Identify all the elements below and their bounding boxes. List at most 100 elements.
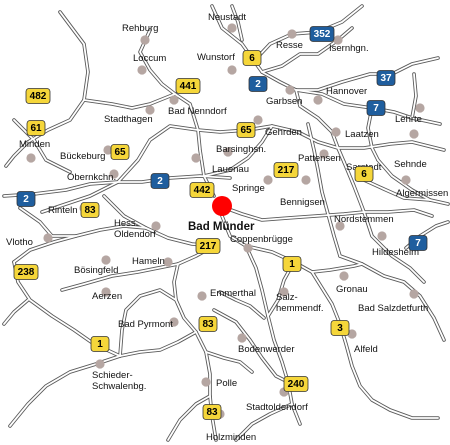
- town-label-minden: Minden: [19, 139, 50, 150]
- town-label-neustadt: Neustadt: [208, 12, 246, 23]
- town-label-bad-nenndorf: Bad Nenndorf: [168, 106, 227, 117]
- road-segment: [139, 29, 199, 131]
- shield-label: 65: [240, 125, 252, 136]
- shield-label: 65: [114, 147, 126, 158]
- federal-road-shield-83: 83: [202, 404, 222, 420]
- town-dot-loccum: [137, 65, 147, 75]
- town-dot-gehrden: [253, 115, 263, 125]
- town-dot-bad-pyrmont: [169, 317, 179, 327]
- town-dot-springe: [263, 175, 273, 185]
- town-label-bad-salzdetfurth: Bad Salzdetfurth: [358, 303, 428, 314]
- road-segment: [41, 125, 445, 213]
- shield-label: 6: [361, 169, 367, 180]
- road-segment: [119, 289, 177, 357]
- road-segment: [3, 299, 29, 325]
- town-dot-vlotho: [43, 233, 53, 243]
- road-segment: [83, 93, 176, 109]
- shield-label: 217: [278, 165, 295, 176]
- shield-label: 238: [18, 267, 35, 278]
- town-label-bösingfeld: Bösingfeld: [74, 265, 118, 276]
- town-label-gehrden: Gehrden: [265, 127, 302, 138]
- town-dot-isernhgn: [333, 35, 343, 45]
- shield-label: 442: [194, 185, 211, 196]
- road-segment: [61, 245, 215, 291]
- town-label-hannover: Hannover: [326, 86, 367, 97]
- shield-label: 1: [289, 259, 295, 270]
- bad-muender-marker: [212, 196, 232, 216]
- town-label-isernhgn: Isernhgn.: [329, 43, 369, 54]
- shield-label: 37: [380, 73, 392, 84]
- town-dot-algermissen: [401, 175, 411, 185]
- town-label-garbsen: Garbsen: [266, 96, 302, 107]
- town-dot-laatzen: [331, 127, 341, 137]
- road-segment: [13, 119, 71, 173]
- town-dot-bad-salzdetfurth: [409, 289, 419, 299]
- town-dot-obernkchn: [109, 169, 119, 179]
- town-label-vlotho: Vlotho: [6, 237, 33, 248]
- shield-label: 7: [373, 103, 379, 114]
- federal-road-shield-6: 6: [242, 50, 262, 66]
- town-label-holzminden: Holzminden: [206, 432, 256, 443]
- motorway-shield-7: 7: [408, 235, 428, 251]
- town-label-hildesheim: Hildesheim: [372, 247, 419, 258]
- federal-road-shield-3: 3: [330, 320, 350, 336]
- town-dot-stadthagen: [145, 105, 155, 115]
- town-label-lehrte: Lehrte: [395, 114, 422, 125]
- federal-road-shield-217: 217: [195, 238, 221, 254]
- town-dot-barsinghsn: [191, 153, 201, 163]
- town-label-obernkchn: Obernkchn.: [67, 172, 116, 183]
- federal-road-shield-240: 240: [283, 376, 309, 392]
- town-label-aerzen: Aerzen: [92, 291, 122, 302]
- federal-road-shield-1: 1: [282, 256, 302, 272]
- town-dot-hannover: [313, 95, 323, 105]
- town-label-laatzen: Laatzen: [345, 129, 379, 140]
- town-dot-lauenau: [223, 147, 233, 157]
- motorway-shield-2: 2: [150, 173, 170, 189]
- town-label-stadtoldendorf: Stadtoldendorf: [246, 402, 308, 413]
- town-dot-bad-nenndorf: [169, 95, 179, 105]
- shield-label: 1: [97, 339, 103, 350]
- town-dot-hildesheim: [377, 231, 387, 241]
- motorway-shield-7: 7: [366, 100, 386, 116]
- town-label-loccum: Loccum: [133, 53, 166, 64]
- federal-road-shield-65: 65: [236, 122, 256, 138]
- town-label-wunstorf: Wunstorf: [197, 52, 235, 63]
- town-label-nordstemmen: Nordstemmen: [334, 214, 394, 225]
- town-dot-neustadt: [227, 23, 237, 33]
- federal-road-shield-442: 442: [189, 182, 215, 198]
- road-segment: [19, 207, 77, 237]
- motorway-shield-352: 352: [309, 26, 335, 42]
- road-segment: [203, 125, 273, 177]
- shield-label: 2: [23, 194, 29, 205]
- road-segment: [293, 261, 439, 419]
- shield-label: 61: [30, 123, 42, 134]
- road-segment: [411, 73, 417, 119]
- town-dot-bösingfeld: [101, 255, 111, 265]
- federal-road-shield-217: 217: [273, 162, 299, 178]
- federal-road-shield-83: 83: [80, 202, 100, 218]
- road-segment: [307, 123, 341, 257]
- road-segment: [295, 89, 345, 163]
- town-label-sehnde: Sehnde: [394, 159, 427, 170]
- road-segment: [338, 254, 446, 342]
- road-segment: [219, 205, 433, 221]
- shield-label: 240: [288, 379, 305, 390]
- road-segment: [311, 263, 363, 273]
- town-label-pattensen: Pattensen: [298, 153, 341, 164]
- road-segment: [5, 11, 89, 167]
- town-label-bad-pyrmont: Bad Pyrmont: [118, 319, 173, 330]
- town-dot-bückeburg: [103, 145, 113, 155]
- road-segment: [367, 107, 379, 161]
- town-dot-bennigsen: [301, 175, 311, 185]
- town-label-coppenbrügge: Coppenbrügge: [230, 234, 293, 245]
- town-label-hess-oldendorf: Hess.Oldendorf: [114, 218, 156, 240]
- town-label-salz-hemmendf: Salz-hemmendf.: [276, 292, 324, 314]
- town-dot-garbsen: [285, 85, 295, 95]
- road-segment: [343, 161, 425, 283]
- road-segment: [377, 159, 431, 201]
- federal-road-shield-238: 238: [13, 264, 39, 280]
- road-segment: [9, 331, 197, 427]
